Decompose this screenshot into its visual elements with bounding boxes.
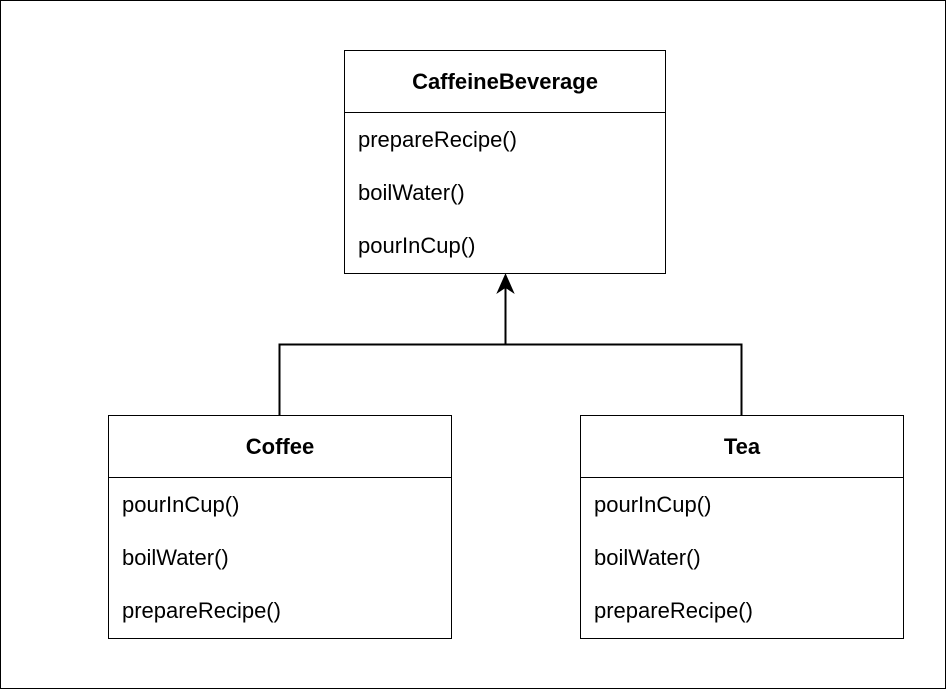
class-name: CaffeineBeverage	[345, 51, 665, 113]
method-item[interactable]: prepareRecipe()	[594, 598, 753, 623]
method-item[interactable]: pourInCup()	[594, 492, 712, 517]
method-list: pourInCup() boilWater() prepareRecipe()	[109, 478, 451, 637]
class-box-caffeine-beverage[interactable]: CaffeineBeverage prepareRecipe() boilWat…	[344, 50, 666, 274]
method-item[interactable]: prepareRecipe()	[358, 127, 517, 152]
method-list: pourInCup() boilWater() prepareRecipe()	[581, 478, 903, 637]
class-box-coffee[interactable]: Coffee pourInCup() boilWater() prepareRe…	[108, 415, 452, 639]
method-item[interactable]: boilWater()	[594, 545, 701, 570]
method-item[interactable]: boilWater()	[122, 545, 229, 570]
method-item[interactable]: pourInCup()	[122, 492, 240, 517]
class-name: Coffee	[109, 416, 451, 478]
class-box-tea[interactable]: Tea pourInCup() boilWater() prepareRecip…	[580, 415, 904, 639]
class-name: Tea	[581, 416, 903, 478]
method-item[interactable]: pourInCup()	[358, 233, 476, 258]
method-list: prepareRecipe() boilWater() pourInCup()	[345, 113, 665, 272]
method-item[interactable]: boilWater()	[358, 180, 465, 205]
method-item[interactable]: prepareRecipe()	[122, 598, 281, 623]
